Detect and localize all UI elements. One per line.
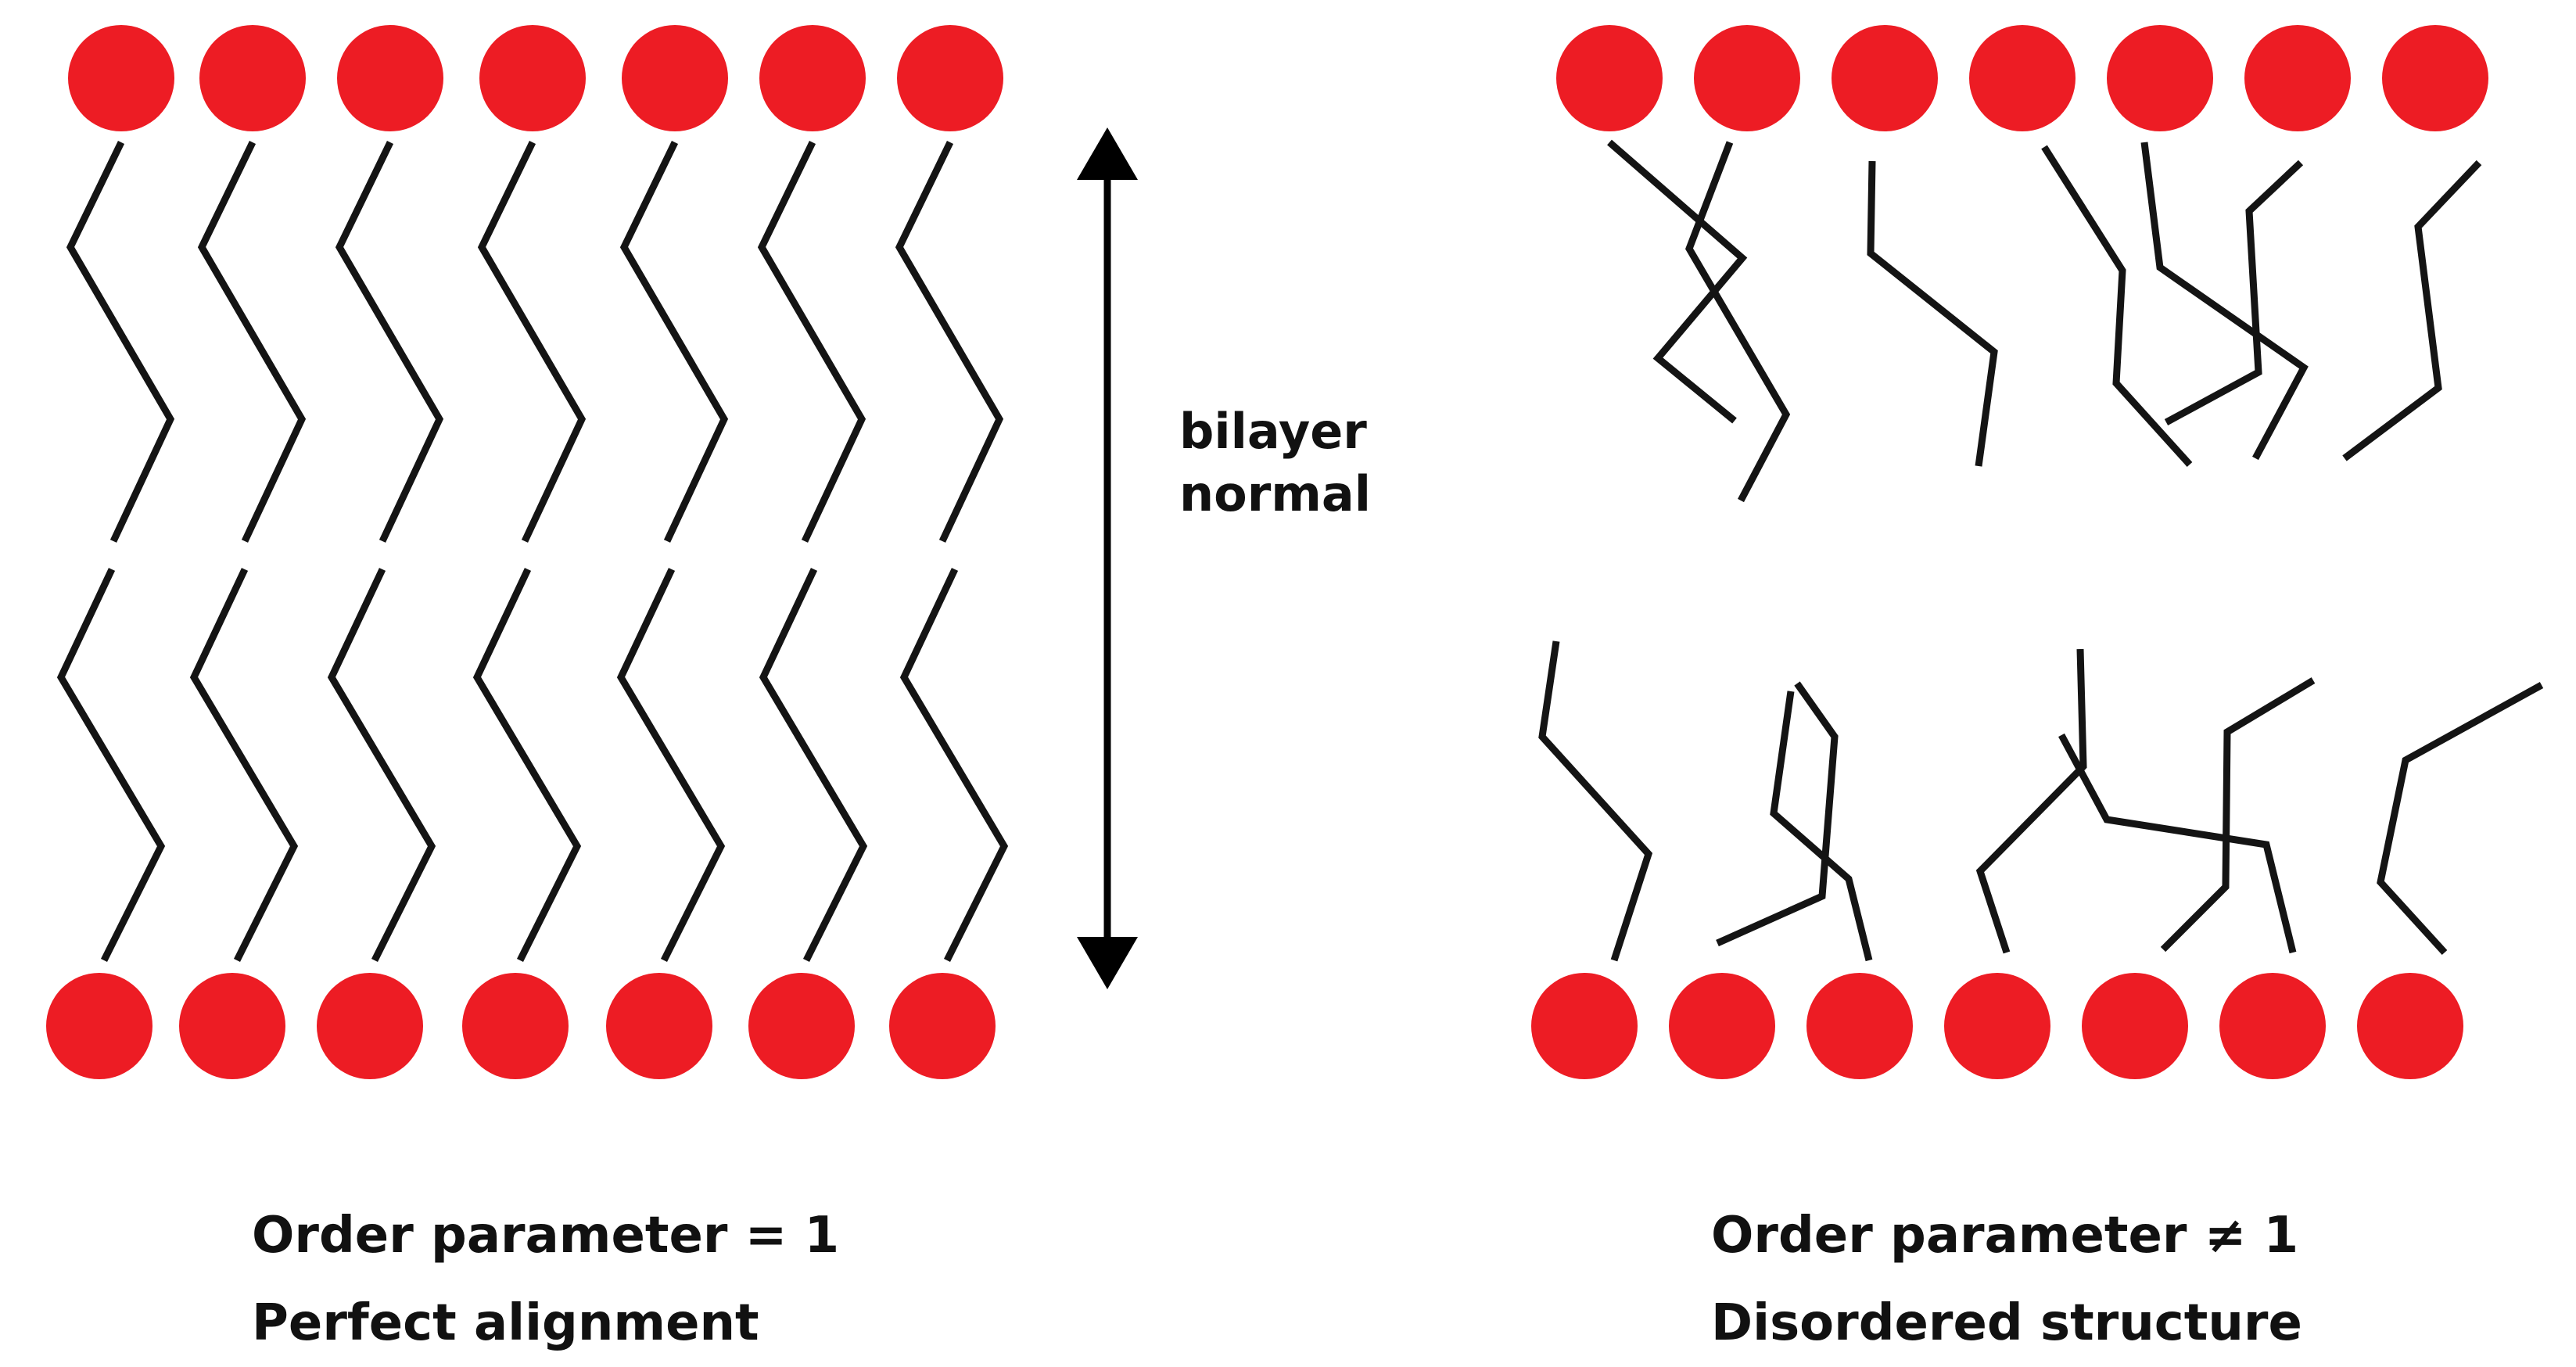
right-caption-line1: Order parameter ≠ 1 (1711, 1207, 2299, 1265)
bilayer-normal-arrow (1077, 127, 1138, 989)
lipid-head (1832, 25, 1938, 131)
lipid-head (46, 973, 152, 1079)
lipid-tail (327, 568, 436, 963)
lipid-head (1694, 25, 1800, 131)
lipid-head (2382, 25, 2488, 131)
lipid-head (1969, 25, 2076, 131)
lipid (66, 25, 175, 543)
left-caption: Order parameter = 1 Perfect alignment (252, 1192, 839, 1367)
lipid (477, 25, 587, 543)
lipid-head (1556, 25, 1663, 131)
arrow-head-up (1077, 127, 1138, 180)
lipid-tail (1770, 691, 1873, 962)
lipid (889, 568, 1009, 1079)
lipid (757, 25, 866, 543)
lipid-tail (2140, 142, 2309, 461)
lipid-head (462, 973, 569, 1079)
lipid-head (179, 973, 285, 1079)
lipid-head (199, 25, 306, 131)
lipid (335, 25, 444, 543)
lipid-tail (472, 568, 582, 963)
lipid-tail (759, 568, 868, 963)
lipid-tail (1607, 139, 1748, 424)
lipid-head (1531, 973, 1638, 1079)
lipid (179, 568, 299, 1079)
lipid (462, 568, 582, 1079)
ordered-bilayer (46, 25, 1009, 1079)
arrow-label-line1: bilayer (1179, 403, 1367, 460)
lipid (606, 568, 726, 1079)
lipid-head (317, 973, 423, 1079)
lipid (46, 568, 166, 1079)
lipid-head (748, 973, 855, 1079)
lipid (748, 568, 868, 1079)
arrow-label: bilayer normal (1179, 400, 1371, 526)
lipid-head (1806, 973, 1913, 1079)
lipid-tail (619, 141, 729, 543)
lipid-tail (1538, 640, 1653, 962)
lipid-tail (895, 141, 1004, 543)
lipid-tail (56, 568, 166, 963)
lipid-tail (197, 141, 307, 543)
lipid-tail (1867, 160, 1998, 467)
lipid-head (68, 25, 174, 131)
disordered-upper-leaflet (1556, 25, 2488, 503)
lipid-tail (66, 141, 175, 543)
lipid-tail (616, 568, 726, 963)
disordered-lower-leaflet (1531, 640, 2544, 1079)
lipid (317, 568, 436, 1079)
left-caption-line2: Perfect alignment (252, 1294, 759, 1352)
lipid-head (479, 25, 586, 131)
lipid-head (2107, 25, 2213, 131)
arrow-head-down (1077, 937, 1138, 989)
lipid-head (337, 25, 443, 131)
left-caption-line1: Order parameter = 1 (252, 1207, 840, 1265)
lipid-head (2219, 973, 2326, 1079)
lipid-head (1944, 973, 2050, 1079)
lipid-tail (1975, 648, 2087, 954)
lipid-tail (2342, 160, 2482, 461)
lipid-head (2244, 25, 2351, 131)
lipid-tail (899, 568, 1009, 963)
disordered-bilayer (1531, 25, 2544, 1079)
lipid-tail (189, 568, 299, 963)
lipid-head (606, 973, 712, 1079)
lipid-tail (757, 141, 866, 543)
lipid-head (2357, 973, 2463, 1079)
arrow-label-line2: normal (1179, 465, 1372, 522)
lipid-head (1669, 973, 1775, 1079)
right-caption-line2: Disordered structure (1711, 1294, 2302, 1352)
lipid-tail (2058, 733, 2297, 954)
right-caption: Order parameter ≠ 1 Disordered structure (1711, 1192, 2302, 1367)
lipid-head (889, 973, 996, 1079)
lipid-tail (477, 141, 587, 543)
lipid-head (622, 25, 728, 131)
lipid-head (897, 25, 1003, 131)
ordered-upper-leaflet (66, 25, 1004, 543)
lipid-tail (1716, 681, 1839, 947)
lipid-tail (2041, 145, 2193, 468)
lipid-tail (335, 141, 444, 543)
lipid-tail (2377, 682, 2544, 956)
lipid (895, 25, 1004, 543)
lipid (619, 25, 729, 543)
lipid-tail (1685, 141, 1791, 503)
lipid-head (2082, 973, 2188, 1079)
lipid-tail (2164, 160, 2304, 425)
lipid (197, 25, 307, 543)
lipid-tail (2160, 677, 2316, 953)
lipid-head (759, 25, 866, 131)
ordered-lower-leaflet (46, 568, 1009, 1079)
